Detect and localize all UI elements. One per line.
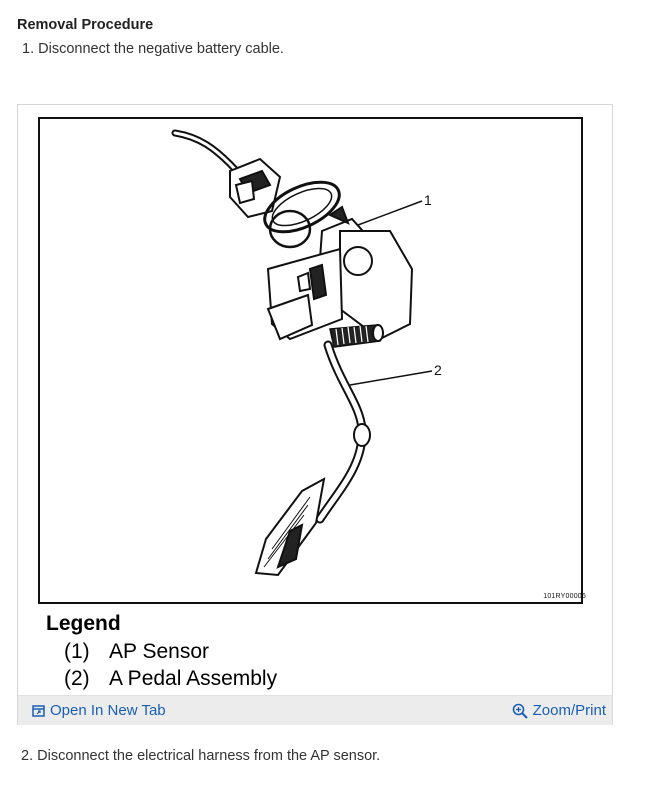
legend-item-label: A Pedal Assembly [109, 667, 278, 690]
step-1: 1. Disconnect the negative battery cable… [22, 41, 284, 57]
figure-toolbar: Open In New Tab Zoom/Print [18, 695, 612, 725]
legend-item-label: AP Sensor [109, 640, 210, 663]
legend-title: Legend [46, 612, 121, 635]
legend-item-number: (2) [64, 667, 90, 690]
open-in-new-tab-link[interactable]: Open In New Tab [32, 702, 166, 719]
callout-1: 1 [424, 192, 432, 208]
ap-sensor-pedal-illustration: 1 2 [38, 117, 583, 604]
legend-item-ap-sensor: (1) AP Sensor [64, 640, 209, 664]
callout-2: 2 [434, 362, 442, 378]
figure-container: 1 2 101RY00006 Legend (1) AP Sensor (2) A … [17, 104, 613, 725]
open-new-tab-icon [32, 704, 45, 717]
step-2: 2. Disconnect the electrical harness fro… [21, 748, 381, 764]
zoom-print-label: Zoom/Print [532, 702, 606, 719]
zoom-print-link[interactable]: Zoom/Print [512, 702, 606, 719]
legend-item-number: (1) [64, 640, 90, 663]
figure-code: 101RY00006 [543, 593, 586, 600]
zoom-icon [512, 703, 528, 719]
open-in-new-tab-label: Open In New Tab [50, 702, 166, 719]
pedal-assembly-drawing: 1 2 [171, 129, 442, 577]
section-heading: Removal Procedure [17, 17, 154, 33]
legend-item-pedal-assembly: (2) A Pedal Assembly [64, 667, 277, 691]
